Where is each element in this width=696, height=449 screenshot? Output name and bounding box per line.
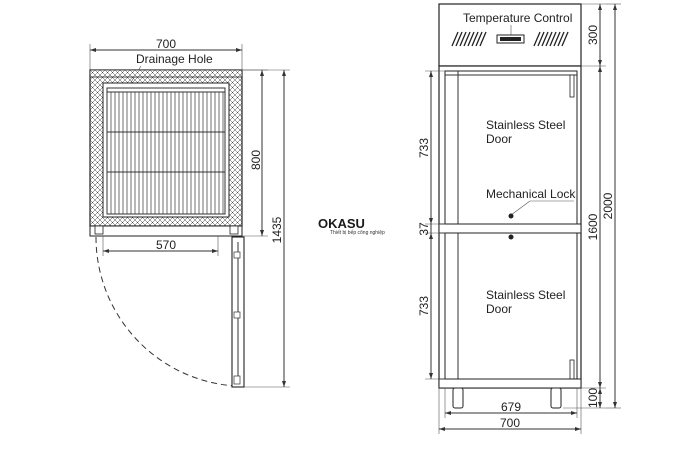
upper-door-handle — [569, 74, 575, 98]
upper-door-height-value: 733 — [417, 138, 431, 158]
lock-leader — [510, 200, 531, 216]
upper-door — [444, 70, 578, 225]
lower-door-label-2: Door — [486, 302, 512, 316]
plan-view: 700 Drainage Hole — [89, 37, 290, 388]
plan-total-depth-dimension: 1435 — [242, 69, 290, 388]
gap-height-value: 37 — [417, 222, 431, 236]
vent-right-icon — [533, 31, 569, 47]
plan-total-depth-value: 1435 — [270, 216, 284, 243]
plan-width-value: 700 — [156, 37, 176, 51]
brand-watermark: OKASU Thiết bị bếp công nghiệp — [318, 216, 385, 236]
wire-shelf — [106, 87, 226, 215]
top-panel-height-value: 300 — [586, 25, 600, 45]
mechanical-lock-label: Mechanical Lock — [486, 187, 576, 201]
brand-logo-text: OKASU — [318, 216, 365, 231]
brand-tagline: Thiết bị bếp công nghiệp — [330, 230, 385, 236]
plan-depth-dimension: 800 — [242, 69, 268, 237]
vent-left-icon — [451, 31, 487, 47]
upper-door-label-1: Stainless Steel — [486, 118, 565, 132]
leg-left — [452, 387, 464, 409]
plan-inner-dimension: 570 — [102, 236, 219, 256]
front-frame — [89, 225, 243, 237]
total-height-value: 2000 — [601, 192, 615, 219]
inner-width-dimension: 679 — [444, 388, 578, 418]
leg-right — [550, 387, 562, 409]
outer-width-dimension: 700 — [438, 388, 582, 434]
lower-lock-icon — [508, 234, 514, 240]
lower-door — [444, 232, 578, 380]
drainage-hole-label: Drainage Hole — [136, 52, 213, 66]
door-divider — [438, 223, 582, 234]
lower-door-height-value: 733 — [417, 296, 431, 316]
cabinet-interior — [102, 82, 230, 218]
plan-width-dimension: 700 — [89, 37, 243, 70]
total-height-dimension: 2000 — [601, 3, 621, 409]
upper-door-label-2: Door — [486, 132, 512, 146]
front-right-dimensions: 300 1600 100 — [563, 3, 606, 409]
cabinet-base — [438, 378, 582, 389]
plan-inner-value: 570 — [156, 238, 176, 252]
outer-width-value: 700 — [500, 416, 520, 430]
upper-lock-icon — [508, 213, 514, 219]
lower-door-label-1: Stainless Steel — [486, 288, 565, 302]
front-view: Temperature Control Stainless Steel Door… — [417, 3, 621, 434]
temperature-control-label: Temperature Control — [463, 11, 572, 25]
door-swing — [95, 236, 245, 388]
front-left-dimensions: 733 37 733 — [417, 70, 445, 380]
body-height-value: 1600 — [586, 213, 600, 240]
plan-depth-value: 800 — [249, 150, 263, 170]
lower-door-handle — [569, 359, 575, 381]
leg-height-value: 100 — [586, 388, 600, 408]
inner-width-value: 679 — [501, 400, 521, 414]
